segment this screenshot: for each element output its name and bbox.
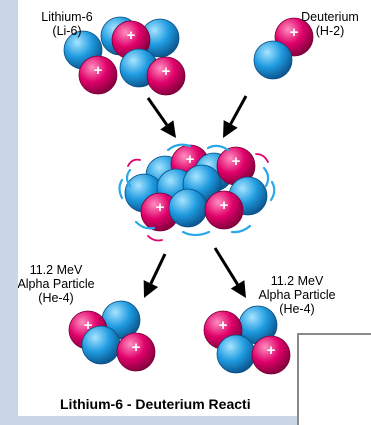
lithium-6-nucleus: + + +	[63, 16, 186, 96]
proton-plus-sign: +	[84, 317, 93, 334]
deuterium-nucleus: +	[253, 17, 314, 80]
proton: +	[78, 55, 118, 95]
proton-plus-sign: +	[219, 317, 228, 334]
proton: +	[251, 335, 291, 375]
lithium-6-label: Lithium-6 (Li-6)	[26, 10, 108, 38]
deuterium-label: Deuterium (H-2)	[290, 10, 370, 38]
proton-plus-sign: +	[220, 197, 229, 214]
energy-wave-line	[166, 143, 192, 152]
alpha-right-energy: 11.2 MeV	[270, 274, 324, 288]
alpha-right-name: Alpha Particle	[258, 288, 336, 302]
alpha-left-name: Alpha Particle	[18, 277, 95, 291]
proton-plus-sign: +	[162, 63, 171, 80]
proton-plus-sign: +	[127, 27, 136, 44]
energy-wave-line	[134, 220, 156, 230]
proton-plus-sign: +	[267, 342, 276, 359]
neutron	[81, 325, 121, 365]
proton: +	[146, 56, 186, 96]
energy-wave-line	[262, 166, 270, 188]
proton-plus-sign: +	[186, 151, 195, 168]
compound-nucleus: + + + +	[124, 144, 268, 232]
deuterium-name: Deuterium	[301, 10, 359, 24]
alpha-particle-right-label: 11.2 MeV Alpha Particle (He-4)	[254, 274, 340, 316]
energy-wave-line	[206, 144, 230, 152]
energy-wave-line-pink	[147, 235, 163, 242]
proton: +	[204, 190, 244, 230]
arrow-compound-to-alpha-right	[213, 247, 246, 298]
proton-plus-sign: +	[132, 339, 141, 356]
arrow-lithium-to-compound	[146, 97, 176, 138]
proton: +	[116, 332, 156, 372]
neutron	[168, 188, 208, 228]
alpha-particle-left-label: 11.2 MeV Alpha Particle (He-4)	[18, 263, 96, 305]
reaction-arrows	[143, 95, 248, 298]
deuterium-symbol: (H-2)	[315, 24, 345, 38]
energy-wave-line-pink	[255, 153, 269, 163]
alpha-left-energy: 11.2 MeV	[29, 263, 83, 277]
diagram-caption: Lithium-6 - Deuterium Reacti	[60, 396, 251, 412]
lithium-6-name: Lithium-6	[41, 10, 93, 24]
neutron	[253, 40, 293, 80]
alpha-left-symbol: (He-4)	[38, 291, 74, 305]
energy-wave-line	[118, 178, 124, 200]
proton-plus-sign: +	[94, 62, 103, 79]
energy-wave-line-pink	[127, 158, 141, 167]
alpha-particle-right: ++	[203, 305, 291, 375]
alpha-particle-left: ++	[68, 300, 156, 372]
energy-waves	[118, 143, 276, 242]
proton-plus-sign: +	[290, 24, 299, 41]
alpha-right-symbol: (He-4)	[279, 302, 315, 316]
nuclei-layer: ++++++++++++	[63, 16, 314, 375]
energy-wave-line	[125, 168, 132, 188]
energy-wave-line	[230, 224, 252, 234]
energy-wave-line	[181, 230, 211, 237]
proton-plus-sign: +	[156, 199, 165, 216]
diagram-canvas: ++++++++++++ Lithium-6 (Li-6) Deuterium …	[18, 0, 371, 416]
neutron	[216, 334, 256, 374]
arrow-compound-to-alpha-left	[143, 253, 167, 298]
overlay-window[interactable]	[297, 333, 371, 425]
lithium-6-symbol: (Li-6)	[52, 24, 82, 38]
fusion-reaction-illustration: ++++++++++++	[63, 16, 314, 375]
arrow-deuterium-to-compound	[223, 95, 248, 138]
energy-wave-line	[269, 180, 276, 202]
proton-plus-sign: +	[232, 153, 241, 170]
